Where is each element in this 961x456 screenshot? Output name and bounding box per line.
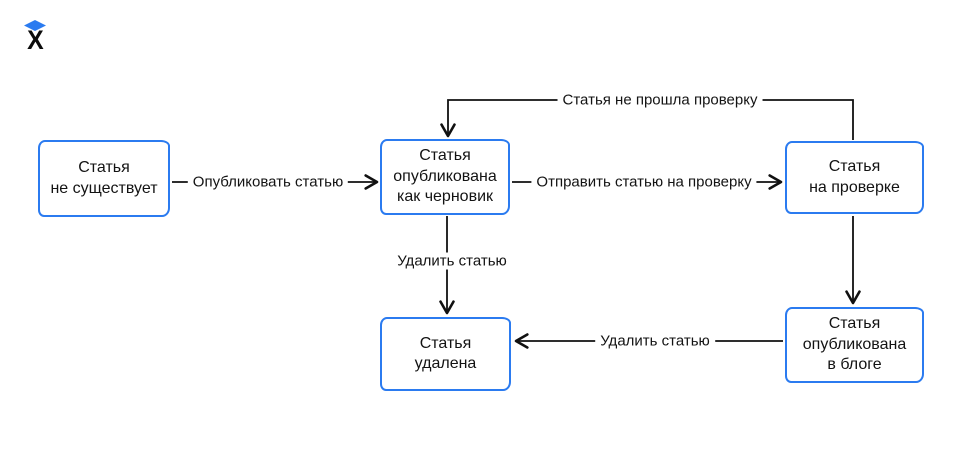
state-node-article-not-exists: Статья не существует	[38, 140, 170, 217]
logo-diamond-icon	[24, 20, 46, 31]
state-node-article-draft: Статья опубликована как черновик	[380, 139, 510, 215]
state-node-article-in-review: Статья на проверке	[785, 141, 924, 214]
edge-label-delete-draft: Удалить статью	[392, 252, 512, 270]
edge-label-delete-published: Удалить статью	[595, 332, 715, 350]
logo-diamond-shape	[24, 20, 46, 31]
edge-label-publish: Опубликовать статью	[187, 173, 349, 191]
edge-label-failed-review: Статья не прошла проверку	[557, 91, 763, 109]
practicum-logo: X	[22, 20, 48, 55]
edge-label-send-to-review: Отправить статью на проверку	[531, 173, 757, 191]
logo-letter: X	[27, 25, 44, 55]
state-node-article-deleted: Статья удалена	[380, 317, 511, 391]
state-node-article-published: Статья опубликована в блоге	[785, 307, 924, 383]
